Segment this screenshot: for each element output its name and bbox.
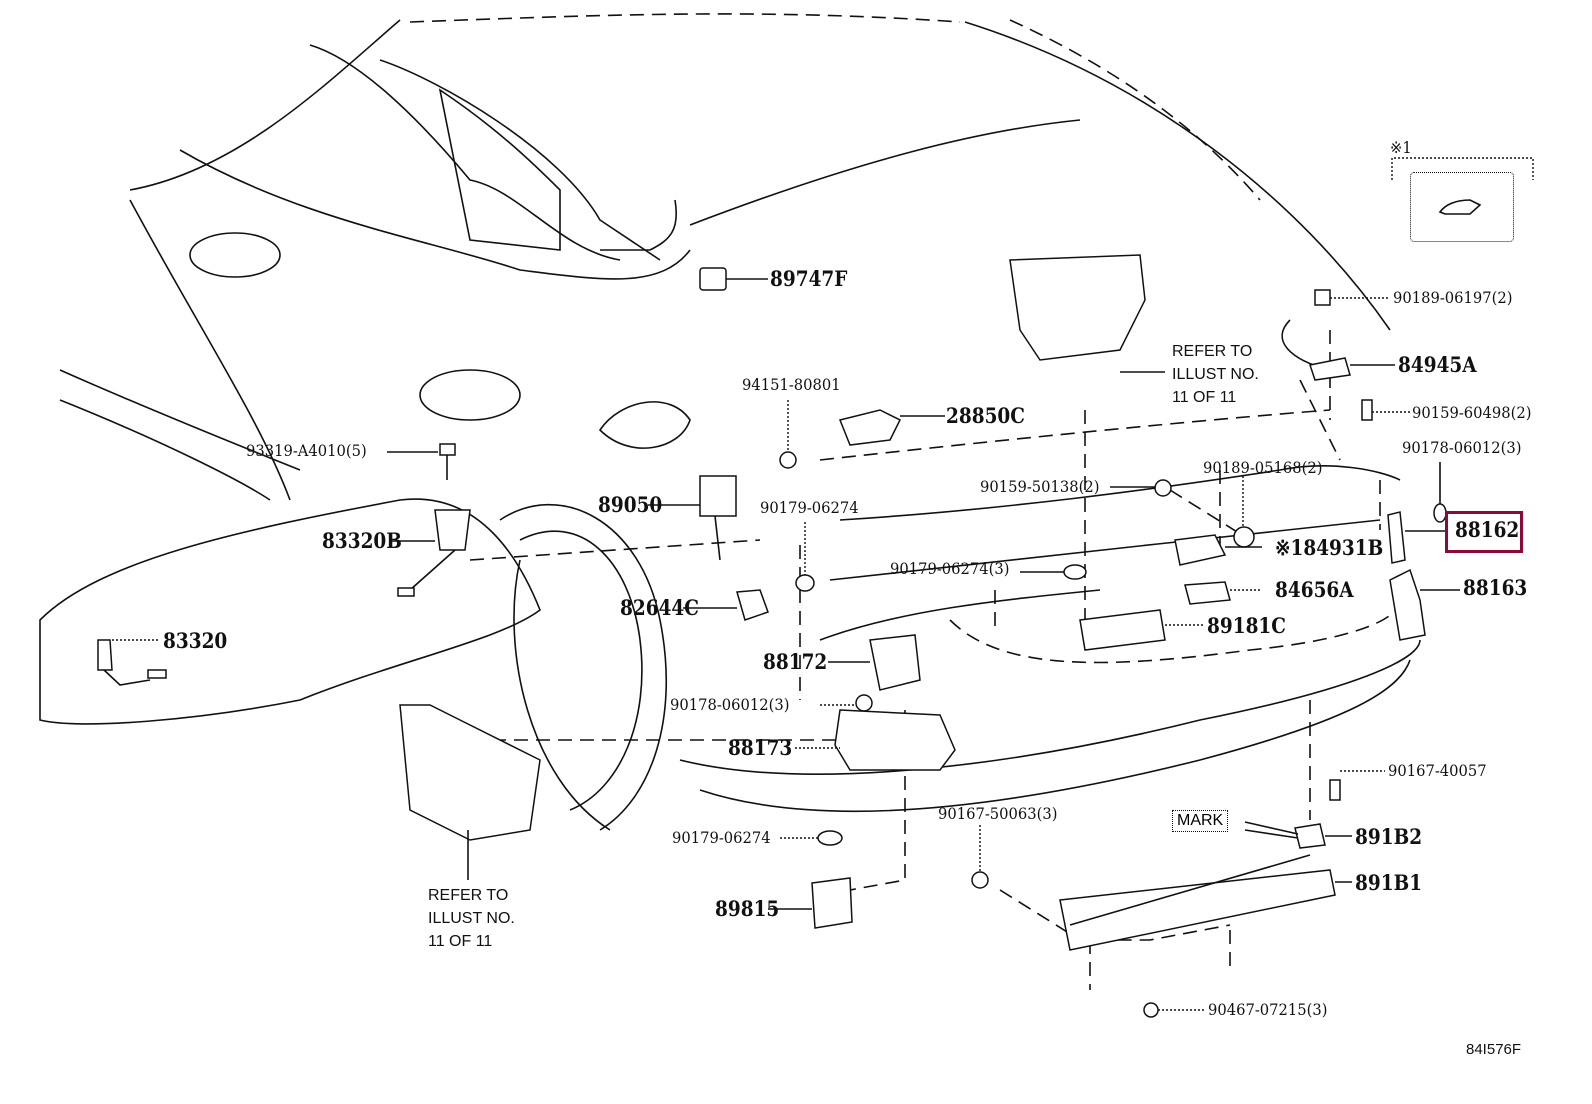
part-83320	[97, 639, 113, 671]
part-891B1	[1059, 869, 1336, 951]
highlight-box	[1445, 511, 1523, 553]
part-90178-06012-b	[855, 694, 873, 712]
part-89181C	[1079, 609, 1166, 651]
part-83320B-connector	[397, 587, 415, 597]
fuel-tank-outline	[39, 498, 541, 725]
part-label-84945A[interactable]: 84945A	[1398, 352, 1477, 377]
part-90159-60498	[1361, 399, 1373, 421]
part-891B2	[1294, 823, 1326, 849]
part-90189-05168	[1233, 526, 1255, 548]
part-label-90179-06274-b[interactable]: 90179-06274	[672, 828, 771, 847]
part-84656A	[1184, 581, 1231, 605]
refer-note-lower: REFER TO ILLUST NO. 11 OF 11	[428, 887, 515, 950]
part-label-88173[interactable]: 88173	[728, 735, 793, 760]
part-94151-80801	[779, 451, 797, 469]
part-label-28850C[interactable]: 28850C	[946, 403, 1026, 428]
part-90167-50063	[971, 871, 989, 889]
part-label-88172[interactable]: 88172	[763, 649, 828, 674]
car-trunk-open-icon	[1438, 199, 1482, 215]
part-label-90179-06274-a[interactable]: 90179-06274	[760, 498, 859, 517]
part-93319-A4010	[439, 443, 456, 456]
part-88173	[834, 709, 956, 771]
mark-callout: MARK	[1172, 810, 1229, 832]
part-label-94151-80801[interactable]: 94151-80801	[742, 375, 841, 394]
part-89815	[811, 877, 853, 929]
part-84945A	[1309, 357, 1351, 381]
part-88172	[869, 634, 921, 691]
figure-id: 84I576F	[1466, 1041, 1522, 1058]
part-label-90178-06012-a[interactable]: 90178-06012(3)	[1402, 438, 1522, 457]
part-84931B	[1174, 534, 1227, 566]
part-label-90159-50138[interactable]: 90159-50138(2)	[980, 477, 1100, 496]
part-label-90159-60498[interactable]: 90159-60498(2)	[1412, 403, 1532, 422]
part-89747F	[699, 267, 727, 291]
part-label-891B1[interactable]: 891B1	[1355, 870, 1423, 895]
part-90189-06197	[1314, 289, 1331, 306]
part-label-90179-06274-3[interactable]: 90179-06274(3)	[890, 559, 1010, 578]
part-90179-06274-b	[817, 830, 843, 846]
legend-bracket	[1391, 157, 1534, 180]
door-handle-front	[189, 232, 281, 278]
part-label-88163[interactable]: 88163	[1463, 575, 1528, 600]
door-handle-rear	[419, 369, 521, 421]
part-label-90167-40057[interactable]: 90167-40057	[1388, 761, 1487, 780]
legend-symbol: ※1	[1390, 138, 1412, 157]
part-label-88162[interactable]: 88162	[1455, 517, 1520, 542]
part-90179-06274-3	[1063, 564, 1087, 580]
part-88163	[1389, 568, 1426, 641]
part-label-83320[interactable]: 83320	[163, 628, 228, 653]
fuel-door	[598, 401, 691, 449]
part-label-90467-07215[interactable]: 90467-07215(3)	[1208, 1000, 1328, 1019]
part-83320-connector	[147, 669, 167, 679]
part-90167-40057	[1329, 779, 1341, 801]
part-label-90189-06197[interactable]: 90189-06197(2)	[1393, 288, 1513, 307]
part-label-89181C[interactable]: 89181C	[1207, 613, 1287, 638]
part-fuse-box	[399, 704, 541, 841]
part-air-box	[1009, 254, 1146, 361]
part-label-891B2[interactable]: 891B2	[1355, 824, 1423, 849]
part-label-89747F[interactable]: 89747F	[770, 266, 848, 291]
legend-box	[1410, 172, 1514, 242]
part-label-84656A[interactable]: 84656A	[1275, 577, 1354, 602]
part-label-84931B[interactable]: ※184931B	[1275, 535, 1384, 560]
part-label-83320B[interactable]: 83320B	[322, 528, 402, 553]
part-label-93319-A4010[interactable]: 93319-A4010(5)	[246, 441, 367, 460]
part-89050	[699, 475, 737, 517]
roof-line	[129, 19, 401, 191]
part-28850C	[838, 409, 902, 446]
part-label-90167-50063[interactable]: 90167-50063(3)	[938, 804, 1058, 823]
part-label-89050[interactable]: 89050	[598, 492, 663, 517]
part-label-90178-06012-b[interactable]: 90178-06012(3)	[670, 695, 790, 714]
part-label-89815[interactable]: 89815	[715, 896, 780, 921]
part-label-90189-05168[interactable]: 90189-05168(2)	[1203, 458, 1323, 477]
part-90159-50138	[1154, 479, 1172, 497]
part-83320B	[434, 509, 471, 551]
part-90179-06274-a	[795, 574, 815, 592]
refer-note-upper: REFER TO ILLUST NO. 11 OF 11	[1172, 343, 1259, 406]
part-88162	[1387, 511, 1406, 564]
part-82644C	[736, 589, 769, 621]
part-label-82644C[interactable]: 82644C	[620, 595, 700, 620]
part-90467-07215	[1143, 1002, 1159, 1018]
